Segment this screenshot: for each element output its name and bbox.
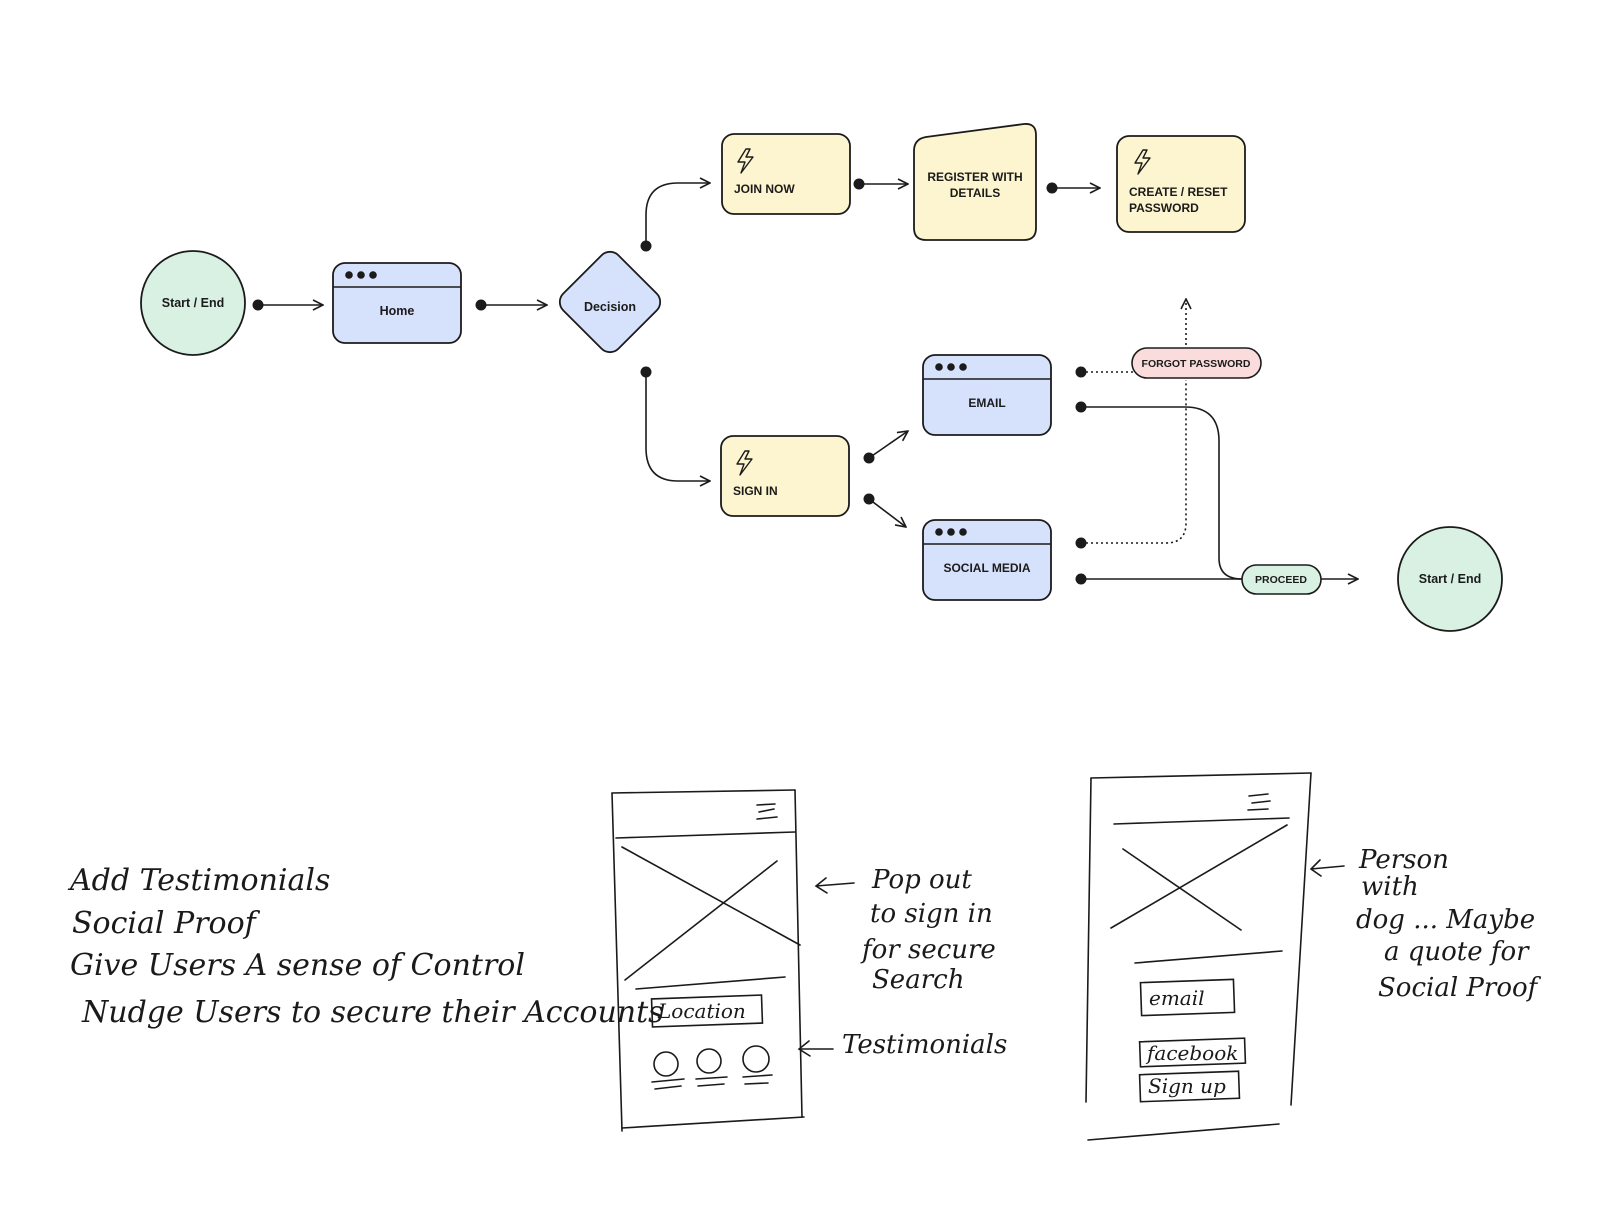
window-dots-icon (935, 528, 967, 536)
sign-in-label: SIGN IN (733, 484, 778, 498)
hamburger-icon (756, 803, 778, 820)
annotation-popout-line1: Pop out (871, 865, 972, 895)
annotation-person-line1: Person (1358, 845, 1449, 875)
sign-in-node[interactable]: SIGN IN (720, 435, 850, 517)
connector-decision-joinnow (645, 183, 710, 246)
note-line-3: Give Users A sense of Control (70, 948, 525, 983)
decision-node[interactable]: Decision (555, 247, 665, 357)
connector-dots (252, 178, 1087, 585)
create-reset-node[interactable]: CREATE / RESET PASSWORD (1116, 135, 1246, 233)
connector-signin-email (868, 431, 908, 459)
sketch-left-annotations: Pop out to sign in for secure Search Tes… (842, 865, 1007, 1060)
decision-node-label: Decision (584, 300, 636, 314)
annotation-popout-line3: for secure (860, 935, 996, 965)
connector-decision-signin (645, 372, 710, 481)
annotation-testimonials: Testimonials (842, 1030, 1007, 1060)
proceed-pill[interactable]: PROCEED (1241, 564, 1322, 595)
start-node-label: Start / End (162, 296, 225, 310)
sketch-facebook-button: facebook (1145, 1041, 1238, 1065)
connector-social-dotted (1081, 380, 1187, 544)
lightning-icon (737, 148, 754, 174)
connector-email-proceed (1081, 406, 1243, 580)
lightning-icon (736, 450, 753, 476)
sketch-signup-button: Sign up (1148, 1074, 1226, 1098)
social-media-node[interactable]: SOCIAL MEDIA (922, 519, 1052, 601)
email-label: EMAIL (968, 396, 1005, 410)
create-reset-line2: PASSWORD (1129, 201, 1199, 215)
annotation-person-line3: dog ... Maybe (1356, 905, 1535, 935)
window-dots-icon (345, 271, 377, 279)
annotation-person-line5: Social Proof (1378, 973, 1542, 1003)
start-node[interactable]: Start / End (140, 250, 246, 356)
connectors (258, 183, 1358, 579)
note-line-4: Nudge Users to secure their Accounts (81, 995, 664, 1030)
social-media-label: SOCIAL MEDIA (943, 561, 1030, 575)
sketch-right: email facebook Sign up (1085, 772, 1345, 1141)
join-now-label: JOIN NOW (734, 182, 795, 196)
register-label-line1: REGISTER WITH (927, 170, 1022, 184)
handwritten-notes: Add Testimonials Social Proof Give Users… (67, 863, 664, 1030)
forgot-password-label: FORGOT PASSWORD (1142, 358, 1251, 370)
end-node-label: Start / End (1419, 572, 1482, 586)
annotation-person-line4: a quote for (1384, 937, 1530, 967)
connector-signin-social (868, 498, 906, 527)
hamburger-icon (1247, 793, 1271, 811)
register-node[interactable]: REGISTER WITH DETAILS (913, 123, 1037, 241)
note-line-2: Social Proof (72, 906, 261, 941)
forgot-password-pill[interactable]: FORGOT PASSWORD (1131, 347, 1262, 379)
sketch-left: Location (611, 789, 855, 1132)
note-line-1: Add Testimonials (67, 863, 330, 898)
sketch-location-button: Location (657, 999, 746, 1023)
annotation-popout-line2: to sign in (870, 899, 993, 929)
email-node[interactable]: EMAIL (922, 354, 1052, 436)
window-dots-icon (935, 363, 967, 371)
annotation-person-line2: with (1361, 872, 1419, 902)
sketch-right-annotations: Person with dog ... Maybe a quote for So… (1356, 845, 1542, 1003)
end-node[interactable]: Start / End (1397, 526, 1503, 632)
annotation-popout-line4: Search (872, 965, 964, 995)
join-now-node[interactable]: JOIN NOW (721, 133, 851, 215)
home-node[interactable]: Home (332, 262, 462, 344)
proceed-label: PROCEED (1255, 574, 1307, 586)
register-label-line2: DETAILS (950, 186, 1000, 200)
sketch-email-field: email (1149, 986, 1205, 1010)
home-node-label: Home (380, 304, 415, 318)
create-reset-line1: CREATE / RESET (1129, 185, 1228, 199)
lightning-icon (1134, 149, 1151, 175)
